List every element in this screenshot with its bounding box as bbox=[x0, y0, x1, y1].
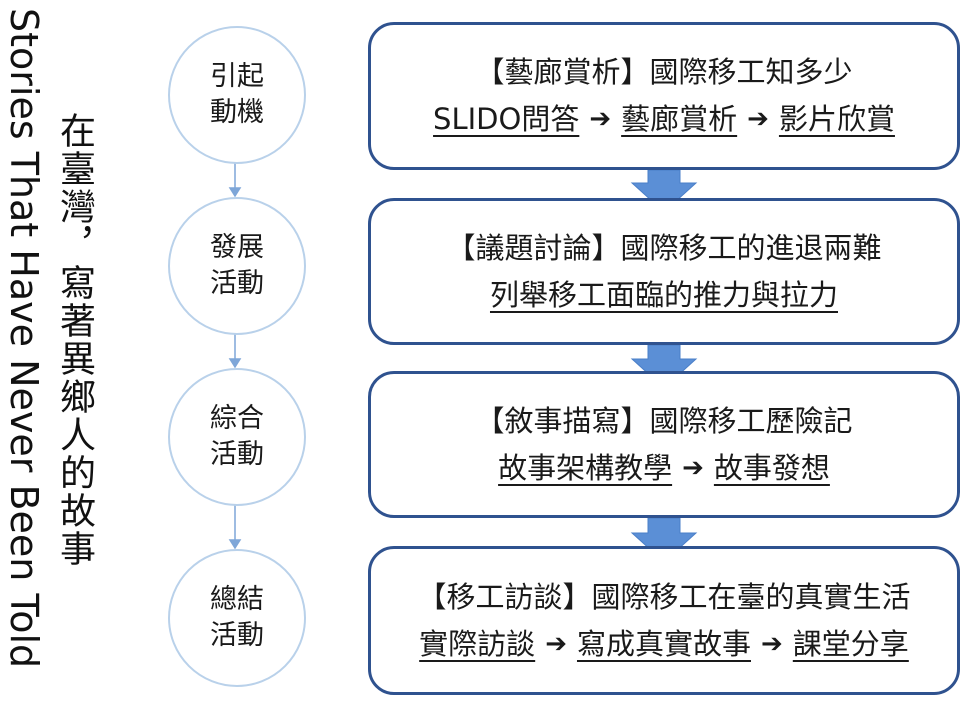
title-english: Stories That Have Never Been Told bbox=[2, 8, 46, 669]
box-2-steps: 列舉移工面臨的推力與拉力 bbox=[490, 275, 838, 315]
box-1-step-3: 影片欣賞 bbox=[778, 102, 895, 136]
right-arrow-icon: ➔ bbox=[682, 452, 704, 483]
stage-3-line1: 綜合 bbox=[210, 403, 264, 434]
stage-4-line1: 總結 bbox=[210, 584, 264, 615]
stage-2-line1: 發展 bbox=[210, 232, 264, 263]
box-4-steps: 實際訪談 ➔ 寫成真實故事 ➔ 課堂分享 bbox=[419, 624, 909, 664]
box-2-title: 【議題討論】國際移工的進退兩難 bbox=[446, 230, 882, 265]
right-arrow-icon: ➔ bbox=[747, 104, 769, 134]
stage-circle-4: 總結 活動 bbox=[168, 549, 306, 687]
activity-box-3: 【敘事描寫】國際移工歷險記 故事架構教學 ➔ 故事發想 bbox=[368, 371, 960, 518]
right-arrow-icon: ➔ bbox=[761, 628, 783, 659]
box-4-step-3: 課堂分享 bbox=[792, 626, 909, 661]
connector-arrowhead-2 bbox=[228, 358, 242, 369]
box-3-step-1: 故事架構教學 bbox=[498, 450, 673, 485]
box-3-step-2: 故事發想 bbox=[713, 450, 830, 485]
right-arrow-icon: ➔ bbox=[589, 104, 612, 134]
connector-arrowhead-3 bbox=[228, 539, 242, 550]
connector-arrowhead-1 bbox=[228, 187, 242, 198]
box-4-step-1: 實際訪談 bbox=[419, 626, 536, 661]
stage-1-line1: 引起 bbox=[210, 61, 264, 92]
box-3-title: 【敘事描寫】國際移工歷險記 bbox=[475, 403, 853, 438]
stage-circle-2: 發展 活動 bbox=[168, 197, 306, 335]
activity-box-1: 【藝廊賞析】國際移工知多少 SLIDO問答 ➔ 藝廊賞析 ➔ 影片欣賞 bbox=[368, 22, 960, 170]
box-1-steps: SLIDO問答 ➔ 藝廊賞析 ➔ 影片欣賞 bbox=[433, 99, 895, 139]
stage-circle-1: 引起 動機 bbox=[168, 26, 306, 164]
stage-2-line2: 活動 bbox=[210, 268, 264, 299]
box-1-step-1: SLIDO問答 bbox=[433, 102, 580, 136]
stage-3-line2: 活動 bbox=[210, 439, 264, 470]
box-2-step-1: 列舉移工面臨的推力與拉力 bbox=[489, 277, 838, 312]
activity-box-4: 【移工訪談】國際移工在臺的真實生活 實際訪談 ➔ 寫成真實故事 ➔ 課堂分享 bbox=[368, 546, 960, 695]
box-1-step-2: 藝廊賞析 bbox=[621, 102, 738, 136]
box-3-steps: 故事架構教學 ➔ 故事發想 bbox=[498, 448, 830, 488]
title-chinese: 在臺灣，寫著異鄉人的故事 bbox=[54, 112, 95, 568]
box-4-step-2: 寫成真實故事 bbox=[576, 626, 751, 661]
stage-1-line2: 動機 bbox=[210, 97, 264, 128]
activity-box-2: 【議題討論】國際移工的進退兩難 列舉移工面臨的推力與拉力 bbox=[368, 198, 960, 345]
stage-circle-3: 綜合 活動 bbox=[168, 368, 306, 506]
right-arrow-icon: ➔ bbox=[545, 628, 567, 659]
box-4-title: 【移工訪談】國際移工在臺的真實生活 bbox=[417, 579, 911, 614]
stage-4-line2: 活動 bbox=[210, 620, 264, 651]
block-arrow-1 bbox=[630, 169, 698, 213]
box-1-title: 【藝廊賞析】國際移工知多少 bbox=[475, 55, 853, 89]
